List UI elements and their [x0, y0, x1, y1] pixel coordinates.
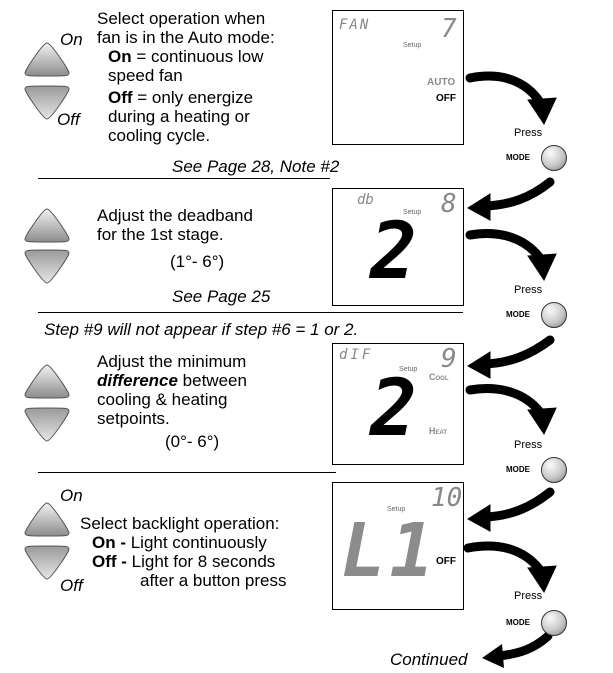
- lcd-display-backlight: Setup 10 L1 OFF: [332, 482, 464, 610]
- lcd-value: L1: [341, 508, 439, 594]
- lcd-code: FAN: [339, 17, 371, 33]
- step7-off-desc: Off = only energize: [108, 88, 254, 107]
- divider: [38, 312, 463, 313]
- step9-line2: difference between: [97, 371, 247, 390]
- mode-label: MODE: [506, 153, 530, 162]
- mode-button[interactable]: [541, 457, 567, 483]
- step7-line1: Select operation when: [97, 9, 266, 28]
- lcd-value: 2: [370, 207, 417, 297]
- press-label: Press: [514, 439, 543, 451]
- lcd-value: 2: [370, 364, 417, 454]
- lcd-setup: Setup: [403, 42, 422, 49]
- step7-line2: fan is in the Auto mode:: [97, 28, 275, 47]
- down-arrow-button-backlight[interactable]: [22, 544, 72, 582]
- down-arrow-button-deadband[interactable]: [22, 248, 72, 286]
- lcd-setup: Setup: [387, 506, 406, 513]
- mode-label: MODE: [506, 465, 530, 474]
- divider: [38, 178, 330, 179]
- lcd-setup: Setup: [399, 366, 418, 373]
- lcd-step-number: 9: [441, 344, 457, 374]
- step10-on-desc: On - Light continuously: [92, 533, 267, 552]
- step7-off-desc3: cooling cycle.: [108, 126, 211, 145]
- divider: [38, 472, 336, 473]
- mode-label: MODE: [506, 618, 530, 627]
- lcd-step-number: 10: [431, 483, 463, 513]
- step9-range: (0°- 6°): [165, 432, 220, 451]
- step9-note: Step #9 will not appear if step #6 = 1 o…: [44, 320, 359, 339]
- lcd-display-deadband: db Setup 8 2: [332, 188, 464, 306]
- step7-off-desc2: during a heating or: [108, 107, 250, 126]
- lcd-step-number: 8: [441, 189, 457, 219]
- step9-line4: setpoints.: [97, 409, 170, 428]
- off-label: Off: [57, 110, 80, 129]
- lcd-display-fan: FAN Setup 7 AUTO OFF: [332, 10, 464, 145]
- off-label: Off: [60, 576, 83, 595]
- on-label: On: [60, 486, 83, 505]
- lcd-off: OFF: [436, 556, 456, 567]
- flow-arrows: [463, 71, 557, 594]
- step7-on-desc: On = continuous low: [108, 47, 264, 66]
- see-page-28: See Page 28, Note #2: [172, 157, 340, 176]
- lcd-cool: Cool: [429, 372, 449, 382]
- lcd-display-difference: dIF Setup 9 Cool Heat 2: [332, 343, 464, 465]
- lcd-code: db: [357, 192, 374, 208]
- lcd-auto: AUTO: [427, 77, 456, 88]
- step9-line3: cooling & heating: [97, 390, 228, 409]
- mode-button[interactable]: [541, 302, 567, 328]
- mode-label: MODE: [506, 310, 530, 319]
- step10-off-desc2: after a button press: [140, 571, 287, 590]
- lcd-setup: Setup: [403, 209, 422, 216]
- step10-line1: Select backlight operation:: [80, 514, 280, 533]
- lcd-heat: Heat: [429, 426, 448, 436]
- step9-line1: Adjust the minimum: [97, 352, 247, 371]
- mode-button[interactable]: [541, 145, 567, 171]
- step8-line1: Adjust the deadband: [97, 206, 253, 225]
- lcd-step-number: 7: [441, 14, 457, 44]
- down-arrow-button-difference[interactable]: [22, 406, 72, 444]
- step8-range: (1°- 6°): [170, 252, 225, 271]
- press-label: Press: [514, 590, 543, 602]
- continued-arrow: [482, 631, 553, 668]
- up-arrow-button-fan[interactable]: [22, 40, 72, 78]
- step8-line2: for the 1st stage.: [97, 225, 224, 244]
- on-label: On: [60, 30, 83, 49]
- up-arrow-button-difference[interactable]: [22, 362, 72, 400]
- lcd-off: OFF: [436, 93, 456, 104]
- down-arrow-button-fan[interactable]: [22, 84, 72, 122]
- step10-off-desc: Off - Light for 8 seconds: [92, 552, 276, 571]
- press-label: Press: [514, 284, 543, 296]
- press-label: Press: [514, 127, 543, 139]
- step7-on-desc2: speed fan: [108, 66, 183, 85]
- see-page-25: See Page 25: [172, 287, 271, 306]
- lcd-code: dIF: [339, 347, 374, 363]
- continued-label: Continued: [390, 650, 468, 669]
- mode-button[interactable]: [541, 610, 567, 636]
- up-arrow-button-deadband[interactable]: [22, 206, 72, 244]
- up-arrow-button-backlight[interactable]: [22, 500, 72, 538]
